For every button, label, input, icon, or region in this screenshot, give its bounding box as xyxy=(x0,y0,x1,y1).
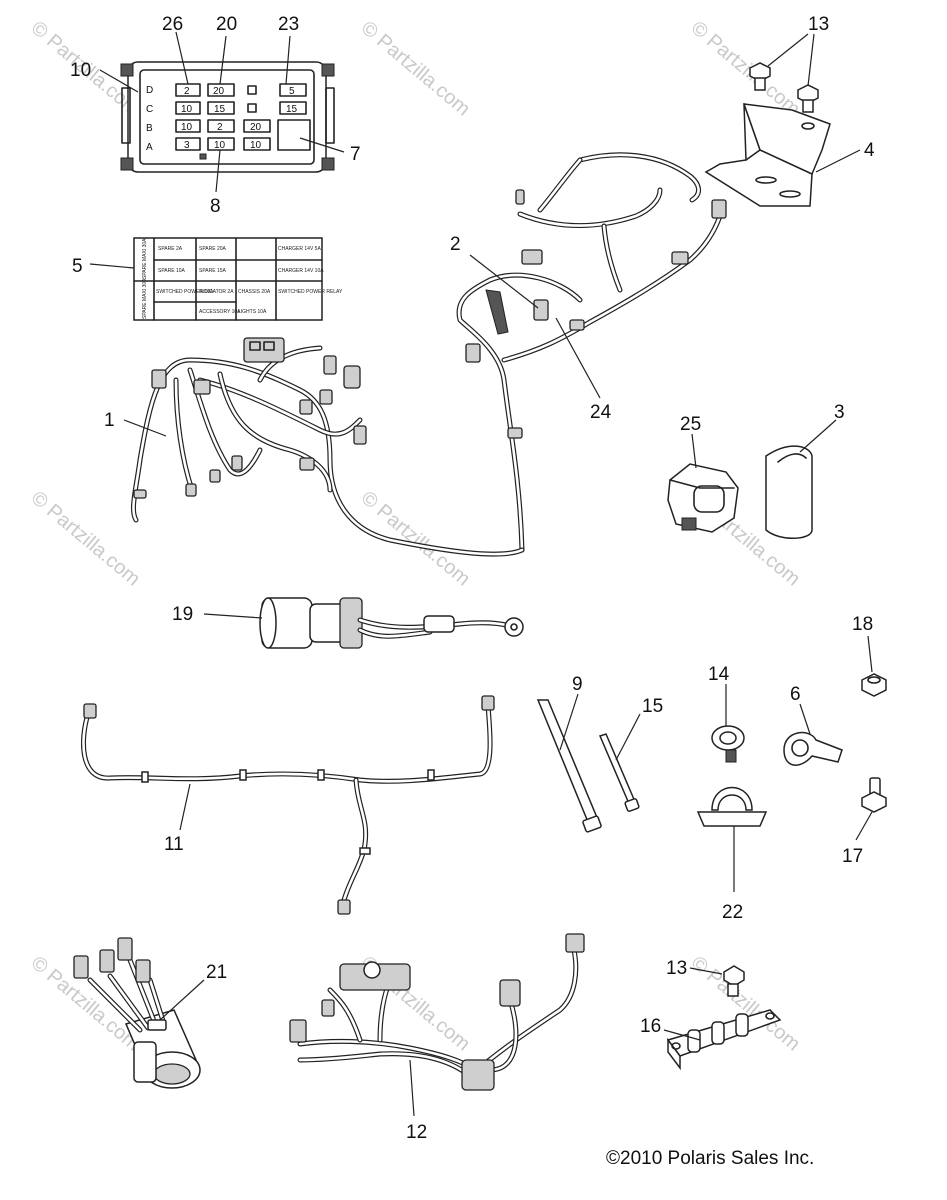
callout-8: 8 xyxy=(210,196,221,217)
fuse-label[interactable]: SPARE 2A SPARE 20A CHARGER 14V 5A SPARE … xyxy=(133,237,343,321)
callout-7: 7 xyxy=(350,144,361,165)
fuse-label-cell: INDICATOR 2A xyxy=(199,289,234,295)
callout-3: 3 xyxy=(834,402,845,423)
fuse: 10 xyxy=(181,122,193,133)
fuse-label-cell: CHARGER 14V 5A xyxy=(278,246,321,252)
boot[interactable] xyxy=(765,445,813,539)
fuse-row-letter: A xyxy=(146,142,153,153)
fuse: 10 xyxy=(214,140,226,151)
fuse-label-cell: SPARE 2A xyxy=(158,246,183,252)
connector[interactable] xyxy=(667,463,739,533)
callout-1: 1 xyxy=(104,410,115,431)
fuse: 5 xyxy=(289,86,295,97)
callout-10: 10 xyxy=(70,60,91,81)
callout-21: 21 xyxy=(206,962,227,983)
bolt-13-lower[interactable] xyxy=(723,965,745,997)
fuse-label-cell: ACCESSORY 10A xyxy=(199,309,241,315)
fuse-label-cell: SPARE 10A xyxy=(158,268,186,274)
watermark: © Partzilla.com xyxy=(357,17,474,120)
callout-23: 23 xyxy=(278,14,299,35)
fuse: 10 xyxy=(181,104,193,115)
callout-14: 14 xyxy=(708,664,730,685)
callout-13: 13 xyxy=(666,958,687,979)
callout-22: 22 xyxy=(722,902,743,923)
callout-24: 24 xyxy=(590,402,612,423)
p-clip[interactable] xyxy=(783,731,843,766)
fuse-row-letter: B xyxy=(146,123,153,134)
fuse: 2 xyxy=(184,86,190,97)
callout-20: 20 xyxy=(216,14,237,35)
chassis-harness-upper[interactable] xyxy=(456,152,727,553)
main-harness[interactable] xyxy=(131,337,525,557)
fuse: 10 xyxy=(250,140,262,151)
fuse-row-letter: D xyxy=(146,85,153,96)
bolt-17[interactable] xyxy=(861,777,887,813)
fuse: 15 xyxy=(286,104,298,115)
cable-tie-long[interactable] xyxy=(536,699,602,833)
callout-5: 5 xyxy=(72,256,83,277)
callout-18: 18 xyxy=(852,614,873,635)
fuse: 20 xyxy=(250,122,262,133)
fuse: 20 xyxy=(213,86,225,97)
nut[interactable] xyxy=(861,673,887,697)
callout-25: 25 xyxy=(680,414,701,435)
connector-bundle[interactable] xyxy=(73,937,201,1089)
callout-2: 2 xyxy=(450,234,461,255)
fuse-label-side: SPARE MAXI 30A xyxy=(142,278,148,319)
ignition-switch[interactable] xyxy=(259,597,524,649)
clamp-14[interactable] xyxy=(711,725,745,763)
callout-19: 19 xyxy=(172,604,193,625)
fuse: 15 xyxy=(214,104,226,115)
fuse-label-cell: SWITCHED POWER 10A xyxy=(156,289,214,295)
clip-22[interactable] xyxy=(696,786,768,827)
fuse-label-cell: SPARE 15A xyxy=(199,268,227,274)
sub-harness[interactable] xyxy=(289,933,585,1091)
callout-13: 13 xyxy=(808,14,829,35)
callout-11: 11 xyxy=(164,834,184,855)
bracket[interactable] xyxy=(704,103,831,207)
fuse-label-cell: CHARGER 14V 10A xyxy=(278,268,324,274)
fuse-label-cell: SPARE 20A xyxy=(199,246,227,252)
fuse: 2 xyxy=(217,122,223,133)
fuse-label-cell: CHASSIS 20A xyxy=(238,289,271,295)
fuse-label-side: SPARE MAXI 30A xyxy=(142,238,148,279)
fuse-label-cell: LIGHTS 10A xyxy=(238,309,267,315)
callout-9: 9 xyxy=(572,674,583,695)
fuse: 3 xyxy=(184,140,190,151)
callout-12: 12 xyxy=(406,1122,427,1143)
callout-26: 26 xyxy=(162,14,183,35)
fuse-box[interactable]: D C B A 2 20 5 10 15 15 10 2 20 3 10 10 xyxy=(120,61,335,173)
callout-15: 15 xyxy=(642,696,663,717)
fuse-row-letter: C xyxy=(146,104,153,115)
watermark: © Partzilla.com xyxy=(357,487,474,590)
holder[interactable] xyxy=(666,1009,782,1071)
light-harness[interactable] xyxy=(81,695,495,915)
callout-16: 16 xyxy=(640,1016,661,1037)
fuse-label-cell: SWITCHED POWER RELAY xyxy=(278,289,343,295)
cable-tie-short[interactable] xyxy=(598,733,640,812)
watermark: © Partzilla.com xyxy=(27,487,144,590)
callout-6: 6 xyxy=(790,684,801,705)
callout-4: 4 xyxy=(864,140,875,161)
copyright-notice: ©2010 Polaris Sales Inc. xyxy=(606,1148,814,1169)
callout-17: 17 xyxy=(842,846,863,867)
